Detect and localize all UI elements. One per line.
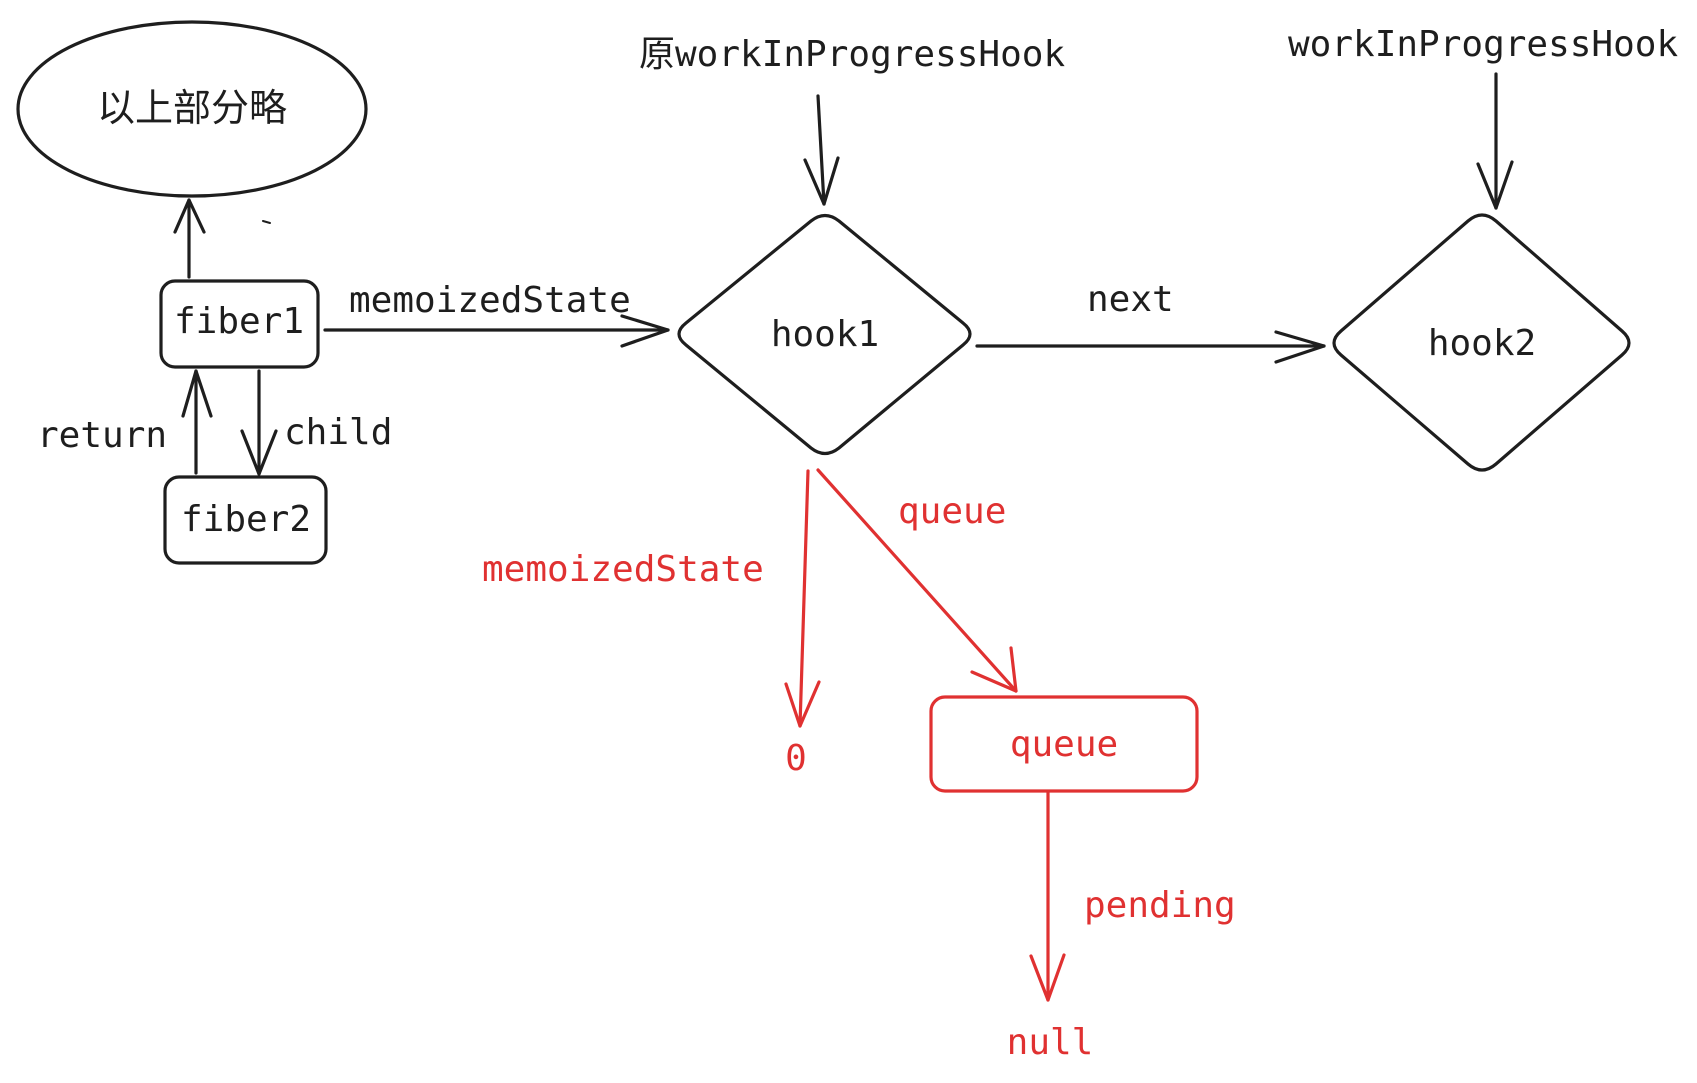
- zero-value: 0: [785, 738, 807, 779]
- queue-node-label: queue: [1010, 724, 1118, 765]
- hook2-node: [1332, 213, 1631, 472]
- fiber1-memoized-state-label: memoizedState: [349, 280, 631, 321]
- return-arrow: [181, 369, 213, 475]
- return-label: return: [37, 415, 167, 456]
- hook2-label: hook2: [1428, 323, 1536, 364]
- next-arrow: [975, 330, 1326, 364]
- stray-mark: [262, 220, 271, 224]
- hook1-queue-arrow: [816, 468, 1018, 693]
- fiber1-memoized-state-arrow: [323, 314, 670, 348]
- original-wip-hook-arrow: [803, 94, 840, 206]
- fiber1-node: [159, 279, 320, 369]
- fiber2-node: [163, 475, 328, 565]
- pending-arrow: [1029, 790, 1066, 1002]
- fiber1-label: fiber1: [174, 301, 304, 342]
- null-value: null: [1007, 1022, 1094, 1063]
- omitted-part-label: 以上部分略: [97, 86, 287, 130]
- hook1-memoized-state-arrow: [784, 469, 821, 728]
- hook1-node: [677, 213, 972, 456]
- next-label: next: [1087, 279, 1174, 320]
- wip-hook-arrow: [1476, 72, 1514, 210]
- child-arrow: [240, 369, 278, 476]
- fiber2-label: fiber2: [181, 499, 311, 540]
- hook1-queue-label: queue: [898, 491, 1006, 532]
- pending-label: pending: [1084, 885, 1236, 926]
- original-wip-hook-label: 原workInProgressHook: [639, 34, 1065, 75]
- wip-hook-label: workInProgressHook: [1288, 24, 1678, 65]
- fiber1-to-parent-arrow: [173, 198, 206, 279]
- hook1-label: hook1: [771, 314, 879, 355]
- queue-node: [929, 695, 1199, 793]
- omitted-part-ellipse: [16, 20, 368, 198]
- hook1-memoized-state-label: memoizedState: [482, 549, 764, 590]
- child-label: child: [284, 412, 392, 453]
